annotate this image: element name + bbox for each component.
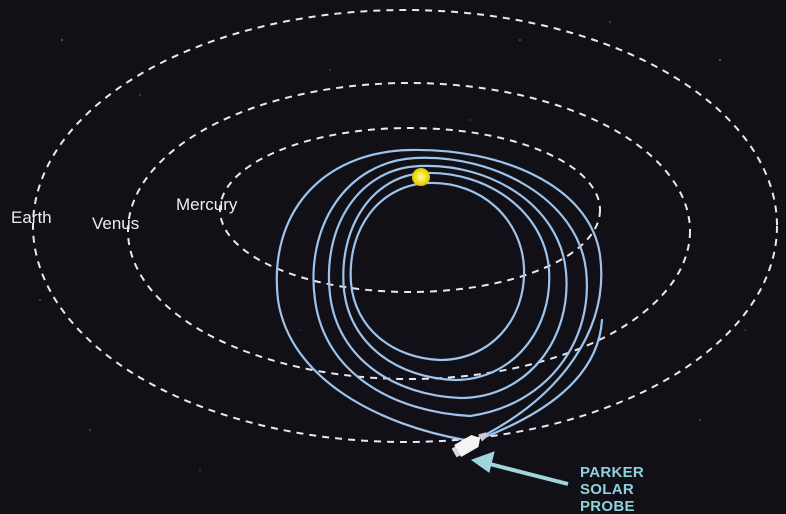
venus-label: Venus — [92, 214, 139, 233]
venus-orbit — [127, 82, 691, 380]
trajectory-loop-3 — [327, 164, 568, 400]
trajectory-loop-inner — [349, 181, 526, 362]
planet-orbits — [32, 9, 778, 443]
trajectory-start — [483, 318, 604, 439]
spacecraft-icon — [451, 432, 489, 458]
arrow-icon — [470, 451, 569, 486]
probe-label: PARKER SOLAR PROBE — [580, 464, 644, 514]
sun-icon — [412, 168, 430, 186]
probe-label-line-3: PROBE — [580, 498, 635, 514]
trajectory-loop-outer — [275, 148, 603, 442]
trajectory-loop-2 — [312, 156, 588, 418]
mercury-label: Mercury — [176, 195, 238, 214]
probe-label-line-1: PARKER — [580, 464, 644, 481]
probe-trajectory — [275, 148, 604, 442]
earth-orbit — [32, 9, 778, 443]
probe-label-line-2: SOLAR — [580, 481, 634, 498]
mercury-orbit — [219, 127, 601, 293]
earth-label: Earth — [11, 208, 52, 227]
star-field — [39, 21, 761, 481]
